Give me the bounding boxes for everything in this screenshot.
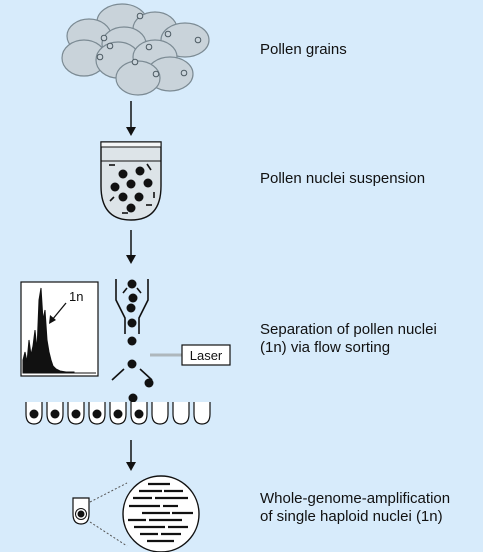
- peak-label: 1n: [69, 289, 83, 304]
- flow-histogram: [20, 281, 99, 377]
- step-label-pollen-grains: Pollen grains: [260, 41, 347, 58]
- single-well: [72, 497, 90, 525]
- peak-arrow-icon: [49, 302, 67, 324]
- well: [172, 402, 190, 425]
- laser-source: [150, 344, 231, 366]
- nuclei-in-suspension: [110, 166, 153, 213]
- well: [151, 402, 169, 425]
- pollen-pores: [96, 12, 202, 78]
- zoom-lines: [89, 482, 128, 547]
- arrow-down-icon: [126, 101, 136, 136]
- pollen-grains: [61, 3, 210, 96]
- well: [193, 402, 211, 425]
- debris-fragments: [109, 163, 155, 214]
- sorted-nuclei: [126, 279, 154, 403]
- step-label-nuclei-suspension: Pollen nuclei suspension: [260, 170, 426, 187]
- pollen-grain: [115, 60, 161, 96]
- step-label-flow-sorting: Separation of pollen nuclei (1n) via flo…: [260, 321, 437, 356]
- arrow-down-icon: [126, 440, 136, 471]
- dna-fragments: [128, 482, 193, 543]
- well-nuclei: [29, 409, 144, 419]
- nuclei-tube: [100, 141, 162, 221]
- flow-nozzle: [111, 279, 154, 403]
- arrow-down-icon: [126, 230, 136, 264]
- step-label-amplification: Whole-genome-amplification of single hap…: [260, 490, 451, 525]
- amplified-dna-circle: [122, 475, 200, 552]
- laser-label: Laser: [190, 348, 223, 363]
